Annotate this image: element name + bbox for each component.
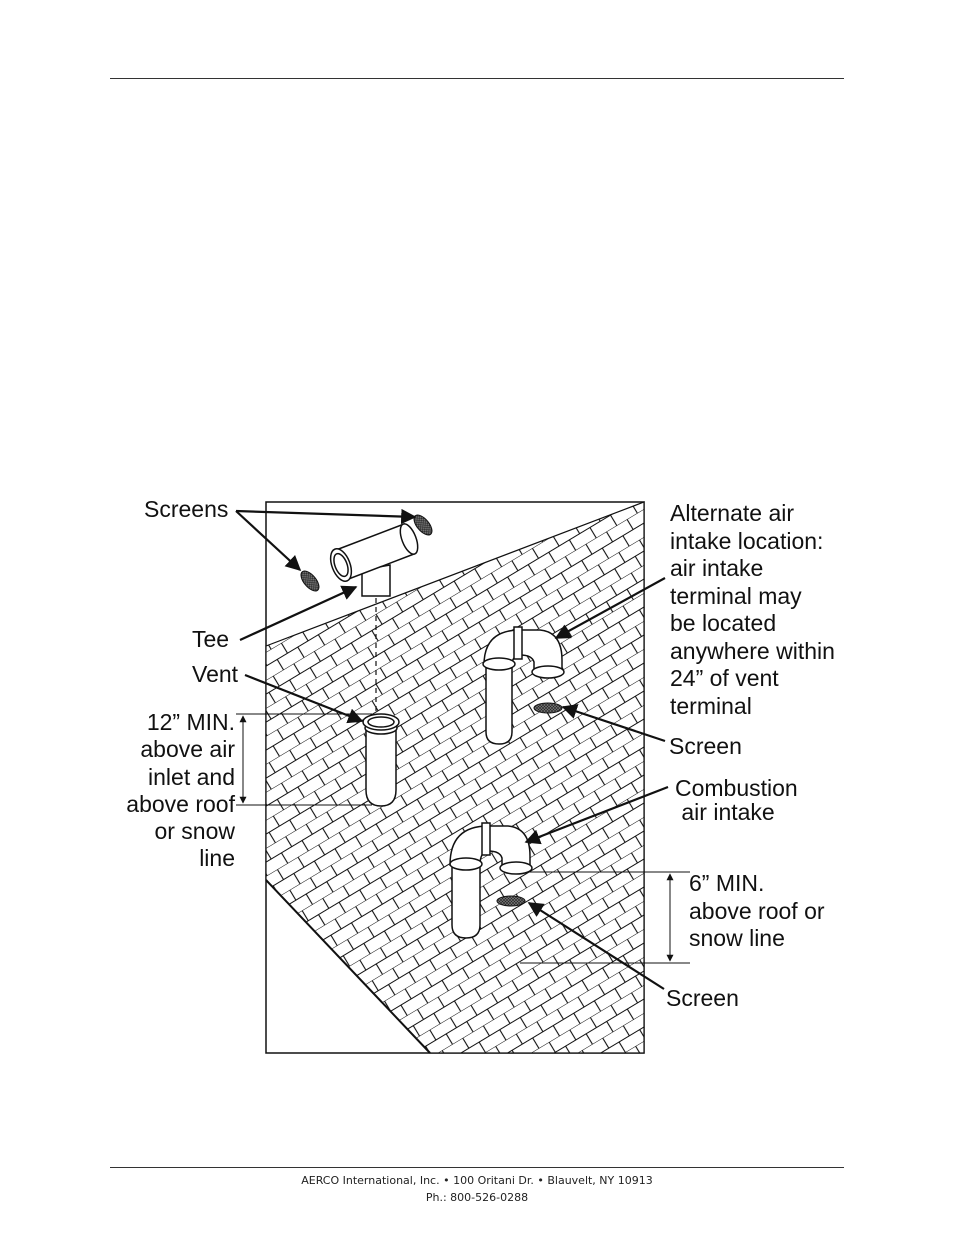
tee-fitting xyxy=(329,523,419,597)
label-combustion-air-intake: Combustion air intake xyxy=(675,775,798,825)
label-vent: Vent xyxy=(192,661,239,687)
screen-left xyxy=(300,570,320,592)
vent-pipe xyxy=(362,713,400,807)
footer-rule xyxy=(110,1167,844,1168)
footer-phone: Ph.: 800-526-0288 xyxy=(425,1191,529,1204)
label-12-min: 12” MIN. above air inlet and above roof … xyxy=(126,709,235,872)
label-alternate-air-intake: Alternate air intake location: air intak… xyxy=(670,500,835,719)
leader-arrows xyxy=(235,508,669,990)
screen-alternate xyxy=(533,702,563,714)
alternate-intake-elbow xyxy=(482,626,565,745)
label-screens: Screens xyxy=(144,496,229,522)
combustion-intake-elbow xyxy=(449,822,533,939)
label-tee: Tee xyxy=(192,626,230,652)
footer-address: AERCO International, Inc. • 100 Oritani … xyxy=(301,1174,653,1187)
dimension-6-min xyxy=(520,871,690,964)
header-rule xyxy=(110,78,844,79)
label-6-min: 6” MIN. above roof or snow line xyxy=(689,870,825,951)
label-screen-1: Screen xyxy=(669,733,742,759)
screen-combustion xyxy=(496,895,526,907)
label-screen-2: Screen xyxy=(666,985,739,1011)
